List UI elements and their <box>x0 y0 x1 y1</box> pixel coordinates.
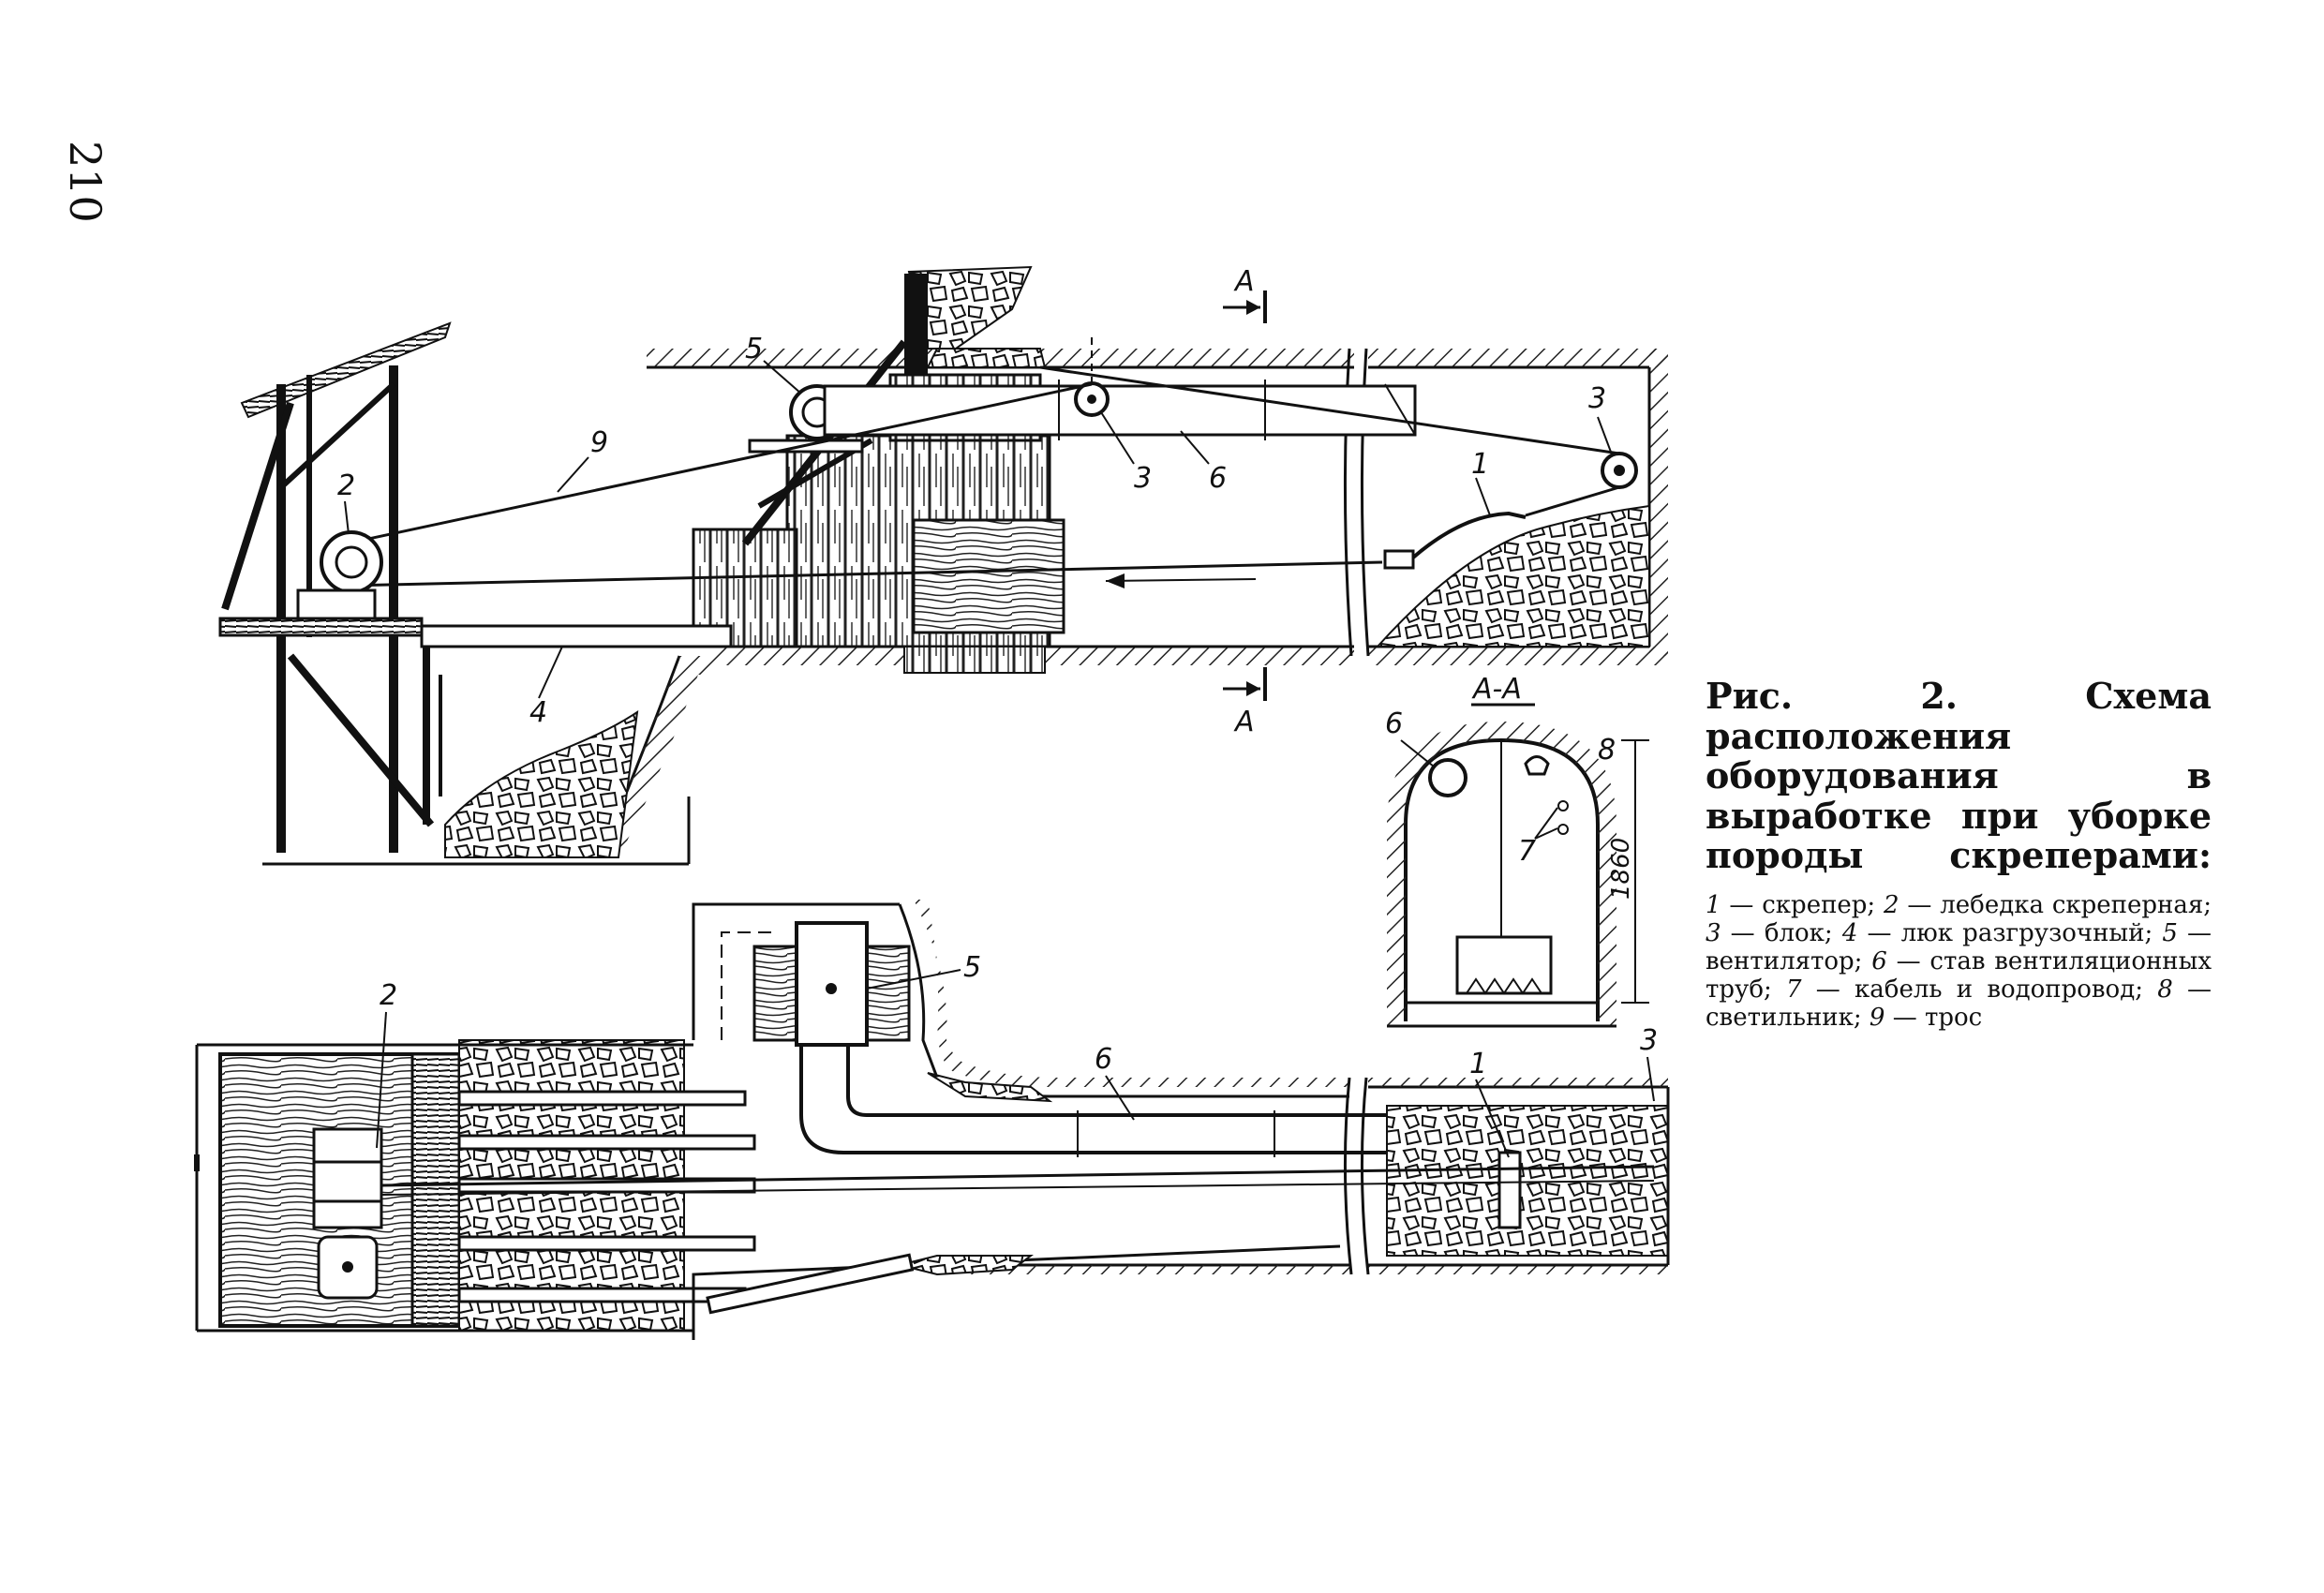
callout-pulley-top-left: 3 <box>1134 462 1152 495</box>
callout-scraper-top: 1 <box>1471 448 1489 481</box>
caption-legend: 1 — скрепер; 2 — лебедка скреперная; 3 —… <box>1706 891 2212 1033</box>
callout-fan-plan: 5 <box>963 951 981 984</box>
legend-item: 3 — блок; <box>1706 918 1833 947</box>
callout-duct-top: 6 <box>1209 462 1227 495</box>
legend-item: 7 — кабель и водопровод; <box>1786 975 2143 1005</box>
legend-item: 9 — трос <box>1869 1004 1983 1033</box>
legend-item: 5 — вентилятор; <box>1706 918 2212 976</box>
cross-section-a-a <box>1387 722 1649 1028</box>
callout-duct-plan: 6 <box>1095 1043 1112 1076</box>
section-mark-bottom: A <box>1233 706 1255 738</box>
callout-rope-top: 9 <box>590 426 608 459</box>
caption-title: Рис. 2. Схема расположения оборудования … <box>1706 675 2212 877</box>
callout-winch-plan: 2 <box>380 979 397 1012</box>
callout-pulley-top-right: 3 <box>1588 382 1606 415</box>
callout-pulley-plan: 3 <box>1640 1024 1658 1057</box>
callout-lamp-section: 8 <box>1598 734 1616 767</box>
section-height-dimension: 1860 <box>1607 838 1635 900</box>
callout-winch-top: 2 <box>337 469 355 502</box>
callout-hatch-top: 4 <box>529 696 547 729</box>
legend-item: 8 — светильник; <box>1706 975 2212 1033</box>
longitudinal-section <box>218 265 1668 866</box>
callout-duct-section: 6 <box>1385 707 1403 740</box>
plan-view <box>194 900 1670 1340</box>
section-a-a-title: А-А <box>1471 673 1522 706</box>
figure-caption: Рис. 2. Схема расположения оборудования … <box>1706 675 2212 1033</box>
legend-item: 2 — лебедка скреперная; <box>1884 890 2212 919</box>
callout-fan-top: 5 <box>745 333 763 365</box>
section-mark-top: A <box>1233 265 1255 298</box>
callout-cable-section: 7 <box>1518 835 1536 868</box>
legend-item: 4 — люк разгрузочный; <box>1841 918 2153 947</box>
legend-item: 6 — став вентиляционных труб; <box>1706 947 2212 1005</box>
legend-item: 1 — скрепер; <box>1706 890 1876 919</box>
callout-scraper-plan: 1 <box>1469 1048 1487 1080</box>
